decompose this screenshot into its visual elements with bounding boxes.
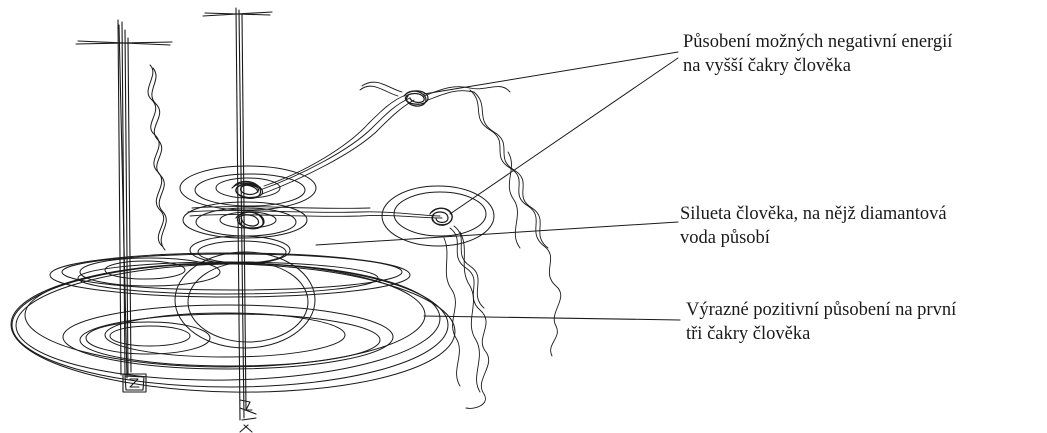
- label-line: na vyšší čakry člověka: [683, 54, 952, 78]
- label-positive-effect: Výrazné pozitivní působení na první tři …: [686, 298, 956, 346]
- label-line: Silueta člověka, na nějž diamantová: [680, 202, 947, 226]
- label-line: Výrazné pozitivní působení na první: [686, 298, 956, 322]
- label-negative-energy: Působení možných negativní energií na vy…: [683, 30, 952, 78]
- lower-chakra-ellipses: [10, 236, 456, 396]
- label-human-silhouette: Silueta člověka, na nějž diamantová voda…: [680, 202, 947, 250]
- label-line: tři čakry člověka: [686, 322, 956, 346]
- wavy-line-left: [148, 65, 166, 250]
- label-line: voda působí: [680, 226, 947, 250]
- wavy-line-right: [444, 90, 561, 408]
- upper-chakra-ellipses: [180, 166, 494, 246]
- label-line: Působení možných negativní energií: [683, 30, 952, 54]
